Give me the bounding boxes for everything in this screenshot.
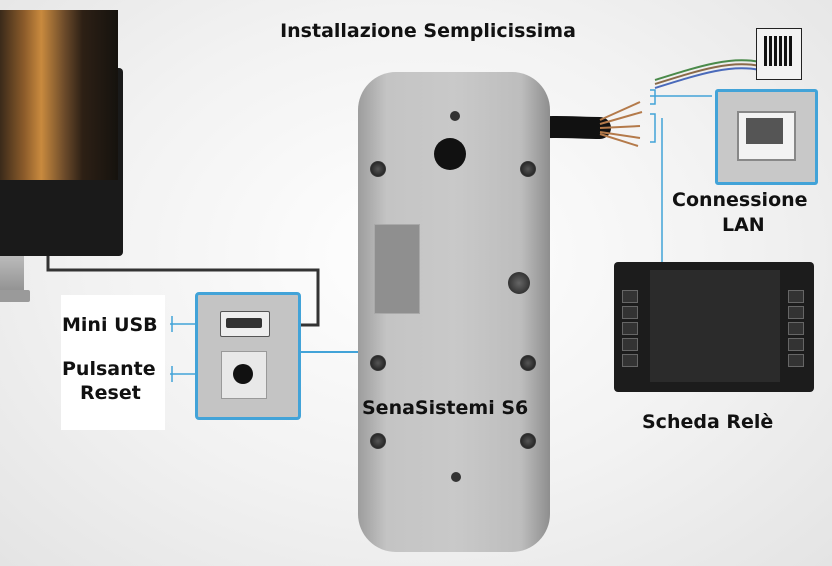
- terminal-icon: [622, 306, 638, 319]
- monitor-base: [0, 290, 30, 302]
- device-name: SenaSistemi S6: [362, 397, 529, 419]
- terminal-icon: [788, 338, 804, 351]
- device-knob: [508, 272, 530, 294]
- label-box: [61, 295, 165, 430]
- screw-icon: [370, 161, 386, 177]
- lan-label-line2: LAN: [722, 214, 765, 236]
- mount-hole-icon: [451, 472, 461, 482]
- terminal-icon: [788, 354, 804, 367]
- terminal-icon: [788, 290, 804, 303]
- reset-button-icon: [233, 364, 253, 384]
- terminal-icon: [622, 322, 638, 335]
- cable-entry: [434, 138, 466, 170]
- terminal-icon: [622, 338, 638, 351]
- ethernet-port-opening: [746, 118, 783, 144]
- screw-icon: [520, 433, 536, 449]
- terminal-icon: [788, 322, 804, 335]
- device-window: [374, 224, 420, 314]
- screw-icon: [370, 355, 386, 371]
- mount-hole-icon: [450, 111, 460, 121]
- relay-board-face: [650, 270, 780, 382]
- usb-port-opening: [226, 318, 262, 328]
- lan-label-line1: Connessione: [672, 189, 808, 211]
- terminal-icon: [788, 306, 804, 319]
- page-title: Installazione Semplicissima: [280, 20, 576, 42]
- rj45-pins: [764, 36, 792, 66]
- relay-label: Scheda Relè: [642, 411, 774, 433]
- reset-button-housing: [221, 351, 267, 399]
- screw-icon: [520, 355, 536, 371]
- reset-label-line2: Reset: [80, 382, 141, 404]
- terminal-icon: [622, 354, 638, 367]
- screw-icon: [520, 161, 536, 177]
- mini-usb-label: Mini USB: [62, 314, 158, 336]
- lan-inset: [715, 89, 818, 185]
- screw-icon: [370, 433, 386, 449]
- terminal-icon: [622, 290, 638, 303]
- reset-label-line1: Pulsante: [62, 358, 156, 380]
- monitor-screen: [0, 10, 118, 180]
